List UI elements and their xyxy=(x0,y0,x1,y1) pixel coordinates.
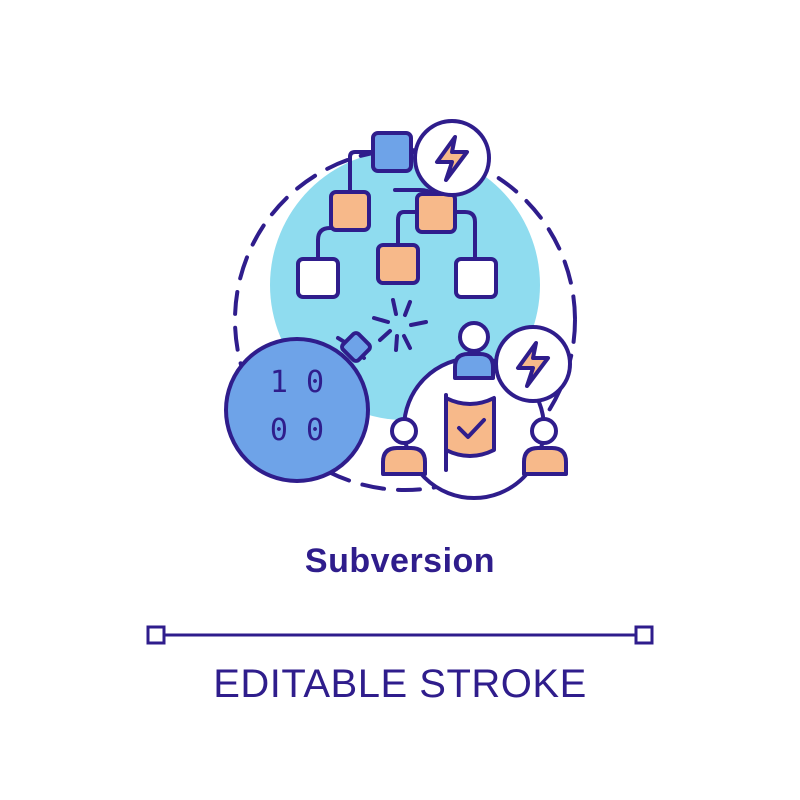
check-icon xyxy=(457,418,486,439)
bomb-digits-row2: 0 0 xyxy=(270,413,324,448)
stroke-handle-left xyxy=(146,625,166,645)
icon-title: Subversion xyxy=(304,542,496,580)
spark-icon xyxy=(372,298,428,352)
flow-node-bottom-left xyxy=(296,257,340,299)
lightning-badge-icon xyxy=(494,325,572,403)
flag-icon xyxy=(444,393,496,472)
flow-node-bottom-mid xyxy=(376,243,420,285)
stroke-handle-right xyxy=(634,625,654,645)
flow-node-bottom-right xyxy=(454,257,498,299)
editable-stroke-bar xyxy=(146,625,654,645)
lightning-icon xyxy=(413,119,491,197)
flow-node-mid-right xyxy=(415,192,457,234)
flow-node-top xyxy=(371,131,413,173)
bomb-icon xyxy=(224,331,372,483)
editable-stroke-label: EDITABLE STROKE xyxy=(213,662,587,706)
bomb-digits-row1: 1 0 xyxy=(270,365,324,400)
flow-node-mid-left xyxy=(329,190,371,232)
